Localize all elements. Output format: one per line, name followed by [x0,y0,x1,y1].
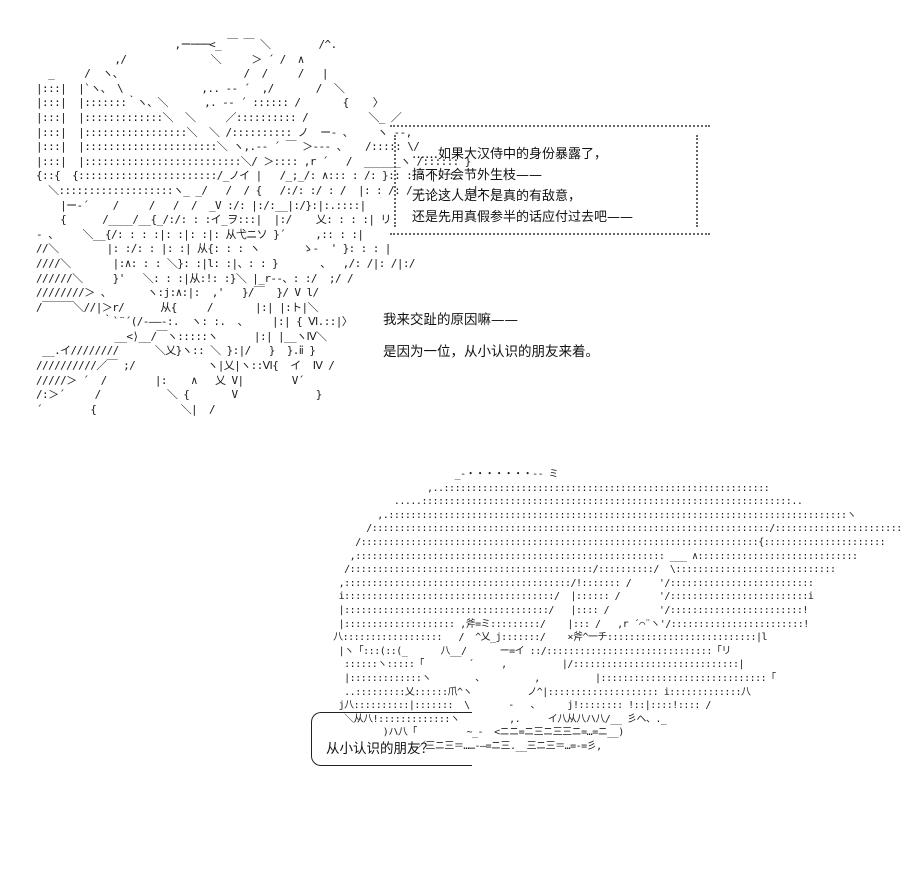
ascii-character-bottom: _-・・・・・・・-- ミ ,..:::::::::::::::::::::::… [333,469,902,752]
speech-line: 搞不好会节外生枝—— [412,168,543,183]
speech-bubble-solid: 从小认识的朋友？ [311,712,472,766]
speech-bubble-dotted: ……如果大汉侍中的身份暴露了， 搞不好会节外生枝—— 无论这人是不是真的有敌意，… [390,125,710,235]
ascii-character-top: ,ー───<_ ￣ ￣ ＼ /^. ,/ ＼ ＞ ´ / ∧ _ / ヽ、 / … [36,38,497,416]
bubble-border-left [394,135,404,227]
narration-text: 我来交趾的原因嘛—— 是因为一位，从小认识的朋友来着。 [383,304,599,368]
speech-lines: ……如果大汉侍中的身份暴露了， 搞不好会节外生枝—— 无论这人是不是真的有敌意，… [412,144,633,228]
narration-line: 我来交趾的原因嘛—— [383,312,518,328]
speech-line: 还是先用真假参半的话应付过去吧—— [412,210,634,225]
narration-line: 是因为一位，从小认识的朋友来着。 [383,344,599,360]
speech-line: ……如果大汉侍中的身份暴露了， [412,147,608,162]
bubble-border-right [696,135,706,227]
speech-text: 从小认识的朋友？ [326,741,434,757]
speech-line: 无论这人是不是真的有敌意， [412,189,582,204]
